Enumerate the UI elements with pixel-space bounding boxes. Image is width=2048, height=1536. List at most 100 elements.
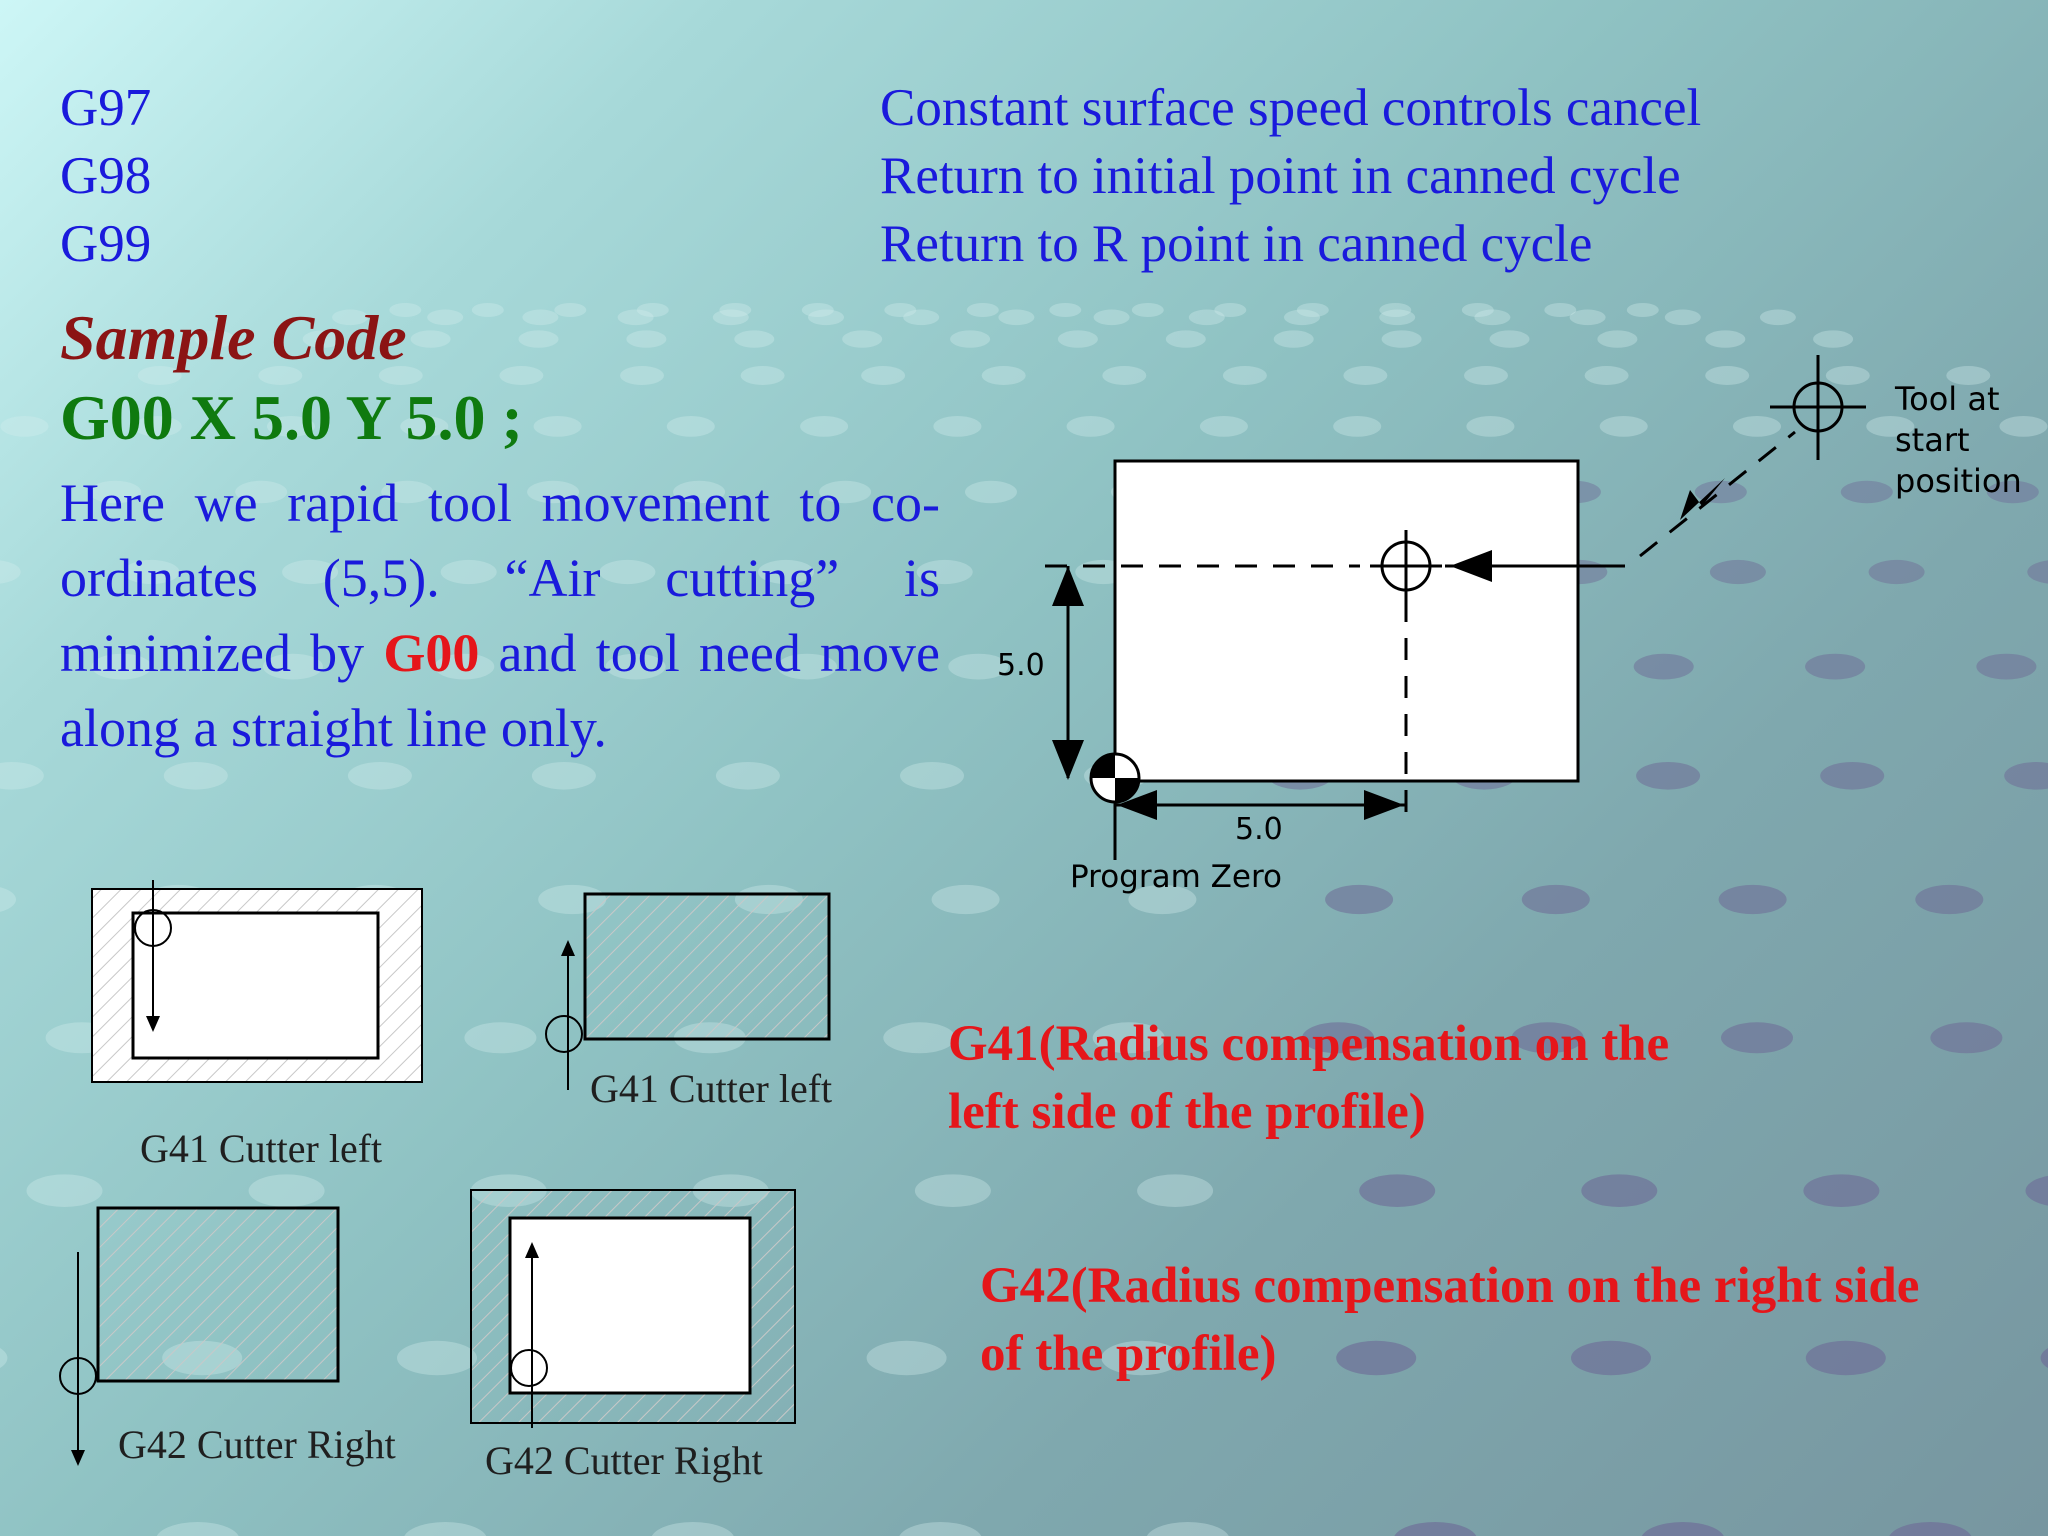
background-dot	[533, 416, 582, 437]
background-dot	[950, 330, 991, 348]
dim-vertical-label: 5.0	[997, 648, 1045, 683]
background-dot	[1302, 1022, 1375, 1054]
sample-explanation: Here we rapid tool movement to co-ordina…	[60, 466, 940, 766]
background-dot	[800, 416, 849, 437]
background-dot	[258, 366, 303, 385]
background-dot	[1813, 330, 1854, 348]
background-dot	[1381, 330, 1422, 348]
background-dot	[26, 1174, 103, 1207]
background-dot	[1128, 884, 1197, 915]
background-dot	[914, 1174, 991, 1207]
background-dot	[1222, 366, 1267, 385]
background-dot	[1889, 1522, 1972, 1536]
background-dot	[0, 560, 21, 584]
background-dot	[1705, 366, 1750, 385]
background-dot	[903, 309, 940, 326]
background-dot	[1102, 366, 1147, 385]
background-dot	[933, 416, 982, 437]
background-dot	[389, 303, 422, 317]
sample-code-title: Sample Code	[60, 302, 407, 373]
background-dot	[1343, 366, 1388, 385]
program-zero-icon	[1089, 752, 1141, 804]
background-dot	[1325, 884, 1394, 915]
background-dot	[617, 309, 654, 326]
background-dot	[1214, 303, 1247, 317]
background-dot	[1915, 884, 1984, 915]
code-g99: G99	[60, 215, 152, 273]
background-dot	[464, 1022, 537, 1054]
background-dot	[916, 559, 973, 585]
background-dot	[1820, 762, 1885, 790]
background-dot	[1199, 416, 1248, 437]
background-dot	[1664, 309, 1701, 326]
background-dot	[123, 559, 180, 585]
background-dot	[434, 653, 495, 680]
dim-arrow-right	[1364, 790, 1404, 820]
background-dot	[1976, 653, 2037, 680]
background-dot	[626, 330, 667, 348]
background-dot	[1597, 330, 1638, 348]
background-dot	[861, 366, 906, 385]
background-dot	[842, 330, 883, 348]
path-arrowhead	[1450, 550, 1492, 582]
dim-arrow-down	[1052, 740, 1084, 780]
background-dot	[1584, 366, 1629, 385]
background-dot	[1999, 416, 2048, 437]
background-dot	[302, 330, 343, 348]
illustration-label-2: G41 Cutter left	[590, 1066, 832, 1111]
background-dot	[1709, 559, 1766, 585]
background-dot	[1803, 1174, 1880, 1207]
background-dot	[248, 1174, 325, 1207]
background-dot	[712, 309, 749, 326]
background-dot	[966, 303, 999, 317]
background-dot	[819, 480, 872, 504]
background-dot	[282, 559, 339, 585]
background-dot	[1273, 330, 1314, 348]
tool-target-icon	[1370, 530, 1442, 602]
background-dot	[884, 303, 917, 317]
background-dot	[931, 884, 1000, 915]
background-dot	[1733, 416, 1781, 437]
background-dot	[378, 366, 423, 385]
background-dot	[518, 330, 559, 348]
tool-label-line-2: start	[1895, 421, 1970, 459]
background-dot	[522, 309, 559, 326]
background-dot	[1131, 303, 1164, 317]
background-dot	[400, 416, 449, 437]
background-dot	[808, 309, 844, 326]
background-dot	[1805, 653, 1866, 680]
background-dot	[235, 480, 288, 504]
background-dot	[89, 480, 142, 504]
sample-code-line: G00 X 5.0 Y 5.0 ;	[60, 382, 523, 453]
background-dot	[156, 1522, 239, 1536]
desc-g99: Return to R point in canned cycle	[880, 215, 1593, 273]
background-dot	[0, 887, 16, 912]
background-dot	[1599, 416, 1648, 437]
background-dot	[1705, 330, 1746, 348]
background-dot	[1718, 884, 1787, 915]
illustration-g42-inner	[470, 1189, 796, 1428]
dim-arrow-up	[1052, 566, 1084, 606]
background-dot	[427, 309, 464, 326]
background-dot	[1840, 480, 1893, 504]
desc-g98: Return to initial point in canned cycle	[880, 147, 1681, 205]
background-dot	[0, 1348, 8, 1368]
background-dot	[404, 1522, 487, 1536]
background-dot	[605, 653, 666, 680]
background-dot	[1636, 762, 1701, 790]
background-dot	[1489, 330, 1530, 348]
tool-label-line-3: position	[1895, 462, 2022, 500]
code-g97: G97	[60, 79, 152, 137]
illustration-label-3: G42 Cutter Right	[118, 1422, 396, 1467]
background-dot	[1146, 1522, 1229, 1536]
background-dot	[397, 1340, 477, 1376]
background-dot	[1057, 330, 1098, 348]
background-dot	[1825, 366, 1870, 385]
background-dot	[899, 1522, 982, 1536]
background-dot	[133, 416, 182, 437]
background-dot	[410, 330, 451, 348]
background-dot	[666, 416, 715, 437]
program-zero-label: Program Zero	[1070, 859, 1282, 895]
background-dot	[1101, 1340, 1182, 1376]
background-dot	[2040, 1348, 2048, 1368]
